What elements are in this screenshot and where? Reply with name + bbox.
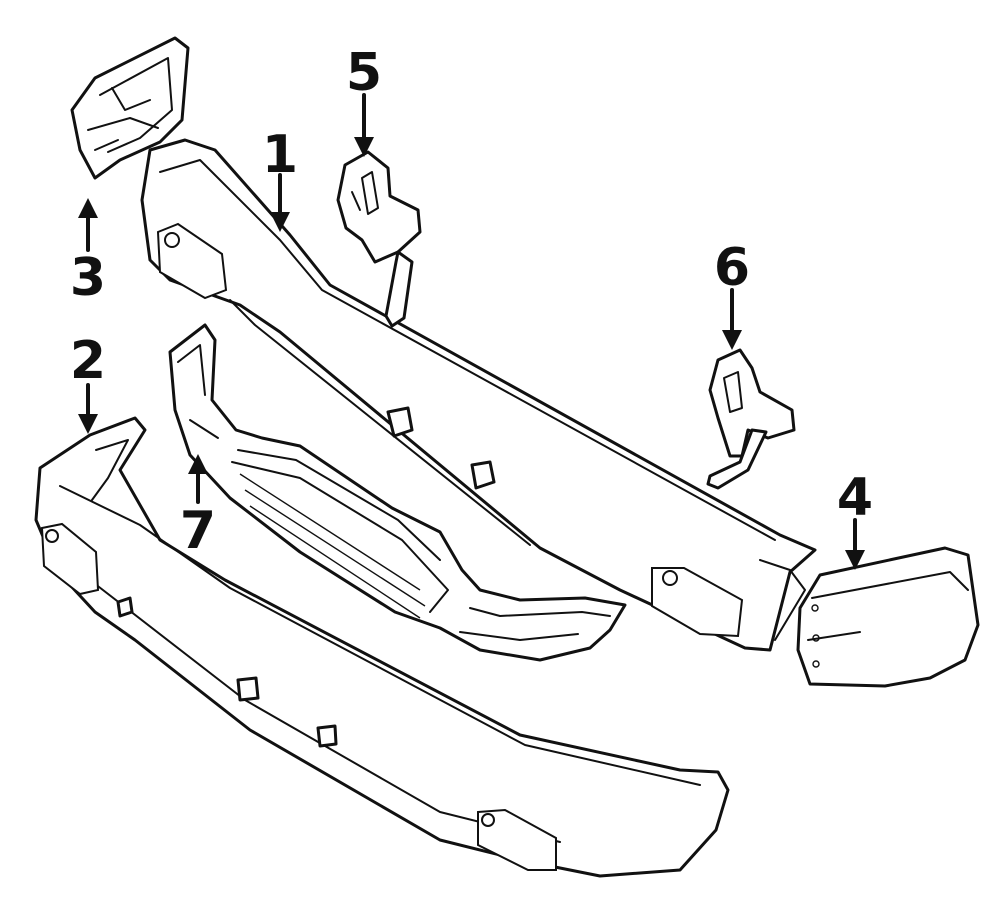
callout-6: 6 [714,238,750,298]
part-3-bracket [70,36,190,180]
callout-leaders [78,93,865,570]
part-6-bracket [706,348,796,490]
callout-2: 2 [70,331,106,391]
callout-3: 3 [70,248,106,308]
part-1-reinforcement [140,138,817,652]
callout-7: 7 [180,501,216,561]
part-5-bracket [336,150,422,328]
callout-4: 4 [837,468,873,528]
callout-1: 1 [262,125,298,185]
part-7-grille [168,323,627,662]
callout-labels: 1 2 3 4 5 6 7 [70,43,873,561]
callout-5: 5 [346,43,382,103]
part-4-end-cap [796,546,980,688]
part-2-bumper-cover [34,416,730,878]
